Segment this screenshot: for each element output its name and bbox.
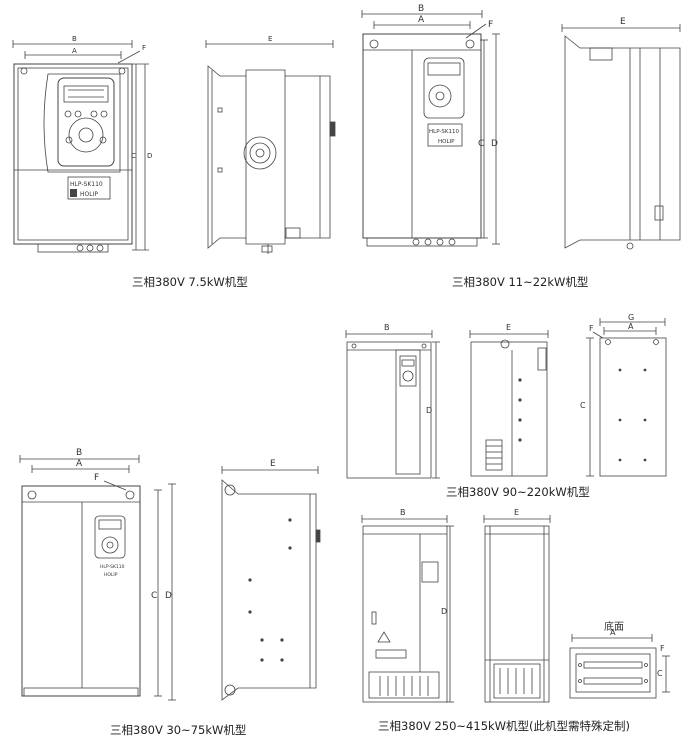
side-view-30-75kw: E [221,459,321,701]
dim-b-label-2: B [418,4,424,14]
front-view-250-415kw: B D [361,508,454,703]
keypad-model-label-2: HLP-SK110 [429,129,459,135]
dim-e-label: E [268,35,272,43]
base-view-250-415kw: 底面 A F C [569,620,670,699]
front-view-7-5kw: B A F C D HLP-SK110 HOLIP [12,35,152,253]
dim-e-label-5: E [514,508,519,517]
caption-30-75kw: 三相380V 30~75kW机型 [110,723,247,737]
dim-d-label-2: D [491,139,498,149]
dim-d-label: D [147,152,152,160]
caption-7-5kw: 三相380V 7.5kW机型 [132,275,248,289]
caption-90-220kw: 三相380V 90~220kW机型 [446,485,590,499]
dim-c-label: C [131,152,136,160]
brand-label-2: HOLIP [438,139,455,145]
dim-b-label: B [72,35,77,43]
dim-g-label-3: G [628,313,634,322]
side-view-90-220kw: E [469,323,549,477]
dim-c-label-5: C [657,669,663,678]
dim-b-label-5: B [400,508,406,517]
back-view-90-220kw: G A F C [580,313,667,477]
caption-11-22kw: 三相380V 11~22kW机型 [452,275,589,289]
dim-b-label-3: B [384,323,390,332]
dim-d-label-5: D [441,607,447,616]
dim-d-label-4: D [165,591,172,601]
front-view-11-22kw: B A F C D HLP-SK110 HOLIP [361,4,500,247]
dim-e-label-4: E [270,459,276,469]
dim-a-label-3: A [628,322,634,331]
dim-a-label-2: A [418,15,425,25]
dim-a-label-4: A [76,459,83,469]
dim-d-label-3: D [426,406,432,415]
dim-f-label-3: F [589,324,594,333]
keypad-model-label-4: HLP-SK110 [100,564,125,570]
dim-a-label: A [72,47,77,55]
dim-e-label-2: E [620,17,626,27]
dim-f-label-4: F [94,473,99,483]
dim-c-label-4: C [151,591,157,601]
side-view-11-22kw: E [561,17,681,250]
dim-f-label-5: F [660,644,665,653]
dim-e-label-3: E [506,323,511,332]
front-view-30-75kw: B A F C D HLP-SK110 HOLIP [19,448,176,701]
front-view-90-220kw: B D [345,323,440,479]
keypad-model-label-1: HLP-SK110 [70,181,103,188]
brand-label-4: HOLIP [104,572,118,578]
dim-a-label-5: A [610,628,616,637]
base-view-label: 底面 [604,620,624,633]
dim-f-label-2: F [488,20,493,30]
brand-label-1: HOLIP [80,191,98,198]
dim-b-label-4: B [76,448,82,458]
side-view-250-415kw: E [483,508,551,703]
side-view-7-5kw: E [205,35,336,254]
dim-f-label: F [142,44,146,52]
dim-c-label-3: C [580,401,586,410]
caption-250-415kw: 三相380V 250~415kW机型(此机型需特殊定制) [378,719,631,733]
